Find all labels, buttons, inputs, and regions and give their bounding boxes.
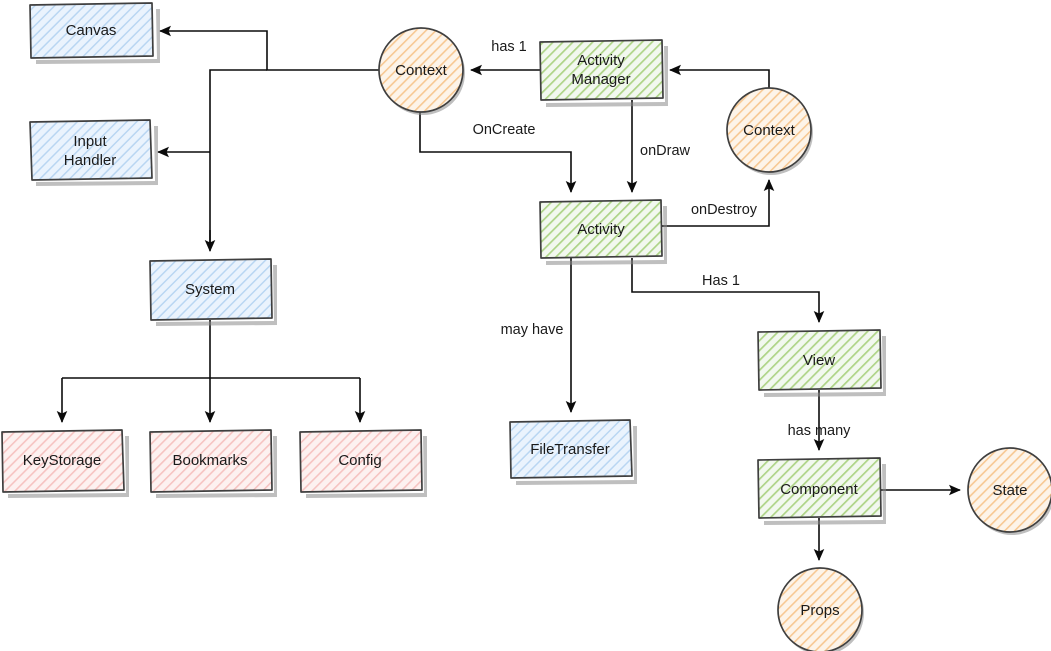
edge-label-has-1-cap: Has 1 — [702, 273, 740, 289]
node-system[interactable]: System — [149, 258, 277, 326]
node-view[interactable]: View — [757, 329, 886, 397]
node-component[interactable]: Component — [757, 457, 886, 525]
edge-ctxleft-branch-trunk — [209, 69, 267, 250]
edge-activity-ctxright — [661, 179, 775, 227]
edge-ctxright-am — [669, 64, 770, 88]
edge-system-trunk — [62, 320, 360, 379]
node-filetransfer[interactable]: FileTransfer — [509, 419, 637, 485]
node-config[interactable]: Config — [299, 429, 427, 498]
node-bookmarks[interactable]: Bookmarks — [149, 429, 277, 498]
node-canvas[interactable]: Canvas — [29, 2, 160, 64]
edge-label-may-have: may have — [501, 322, 564, 338]
edge-label-has-1: has 1 — [491, 39, 526, 55]
edge-label-ondestroy: onDestroy — [691, 202, 758, 218]
edge-activity-view — [631, 258, 825, 323]
node-input-handler[interactable]: Input Handler — [29, 119, 158, 186]
edge-ctxleft-activity — [419, 112, 577, 193]
edge-ctxleft-canvas — [159, 25, 379, 71]
node-activity[interactable]: Activity — [539, 199, 667, 265]
node-activity-manager[interactable]: Activity Manager — [539, 39, 668, 107]
node-context-right[interactable]: Context — [726, 87, 813, 175]
node-state[interactable]: State — [967, 447, 1051, 535]
node-props[interactable]: Props — [777, 567, 864, 651]
node-context-left[interactable]: Context — [378, 27, 465, 115]
node-keystorage[interactable]: KeyStorage — [1, 429, 129, 498]
edge-label-oncreate: OnCreate — [473, 122, 536, 138]
edge-label-ondraw: onDraw — [640, 143, 690, 159]
